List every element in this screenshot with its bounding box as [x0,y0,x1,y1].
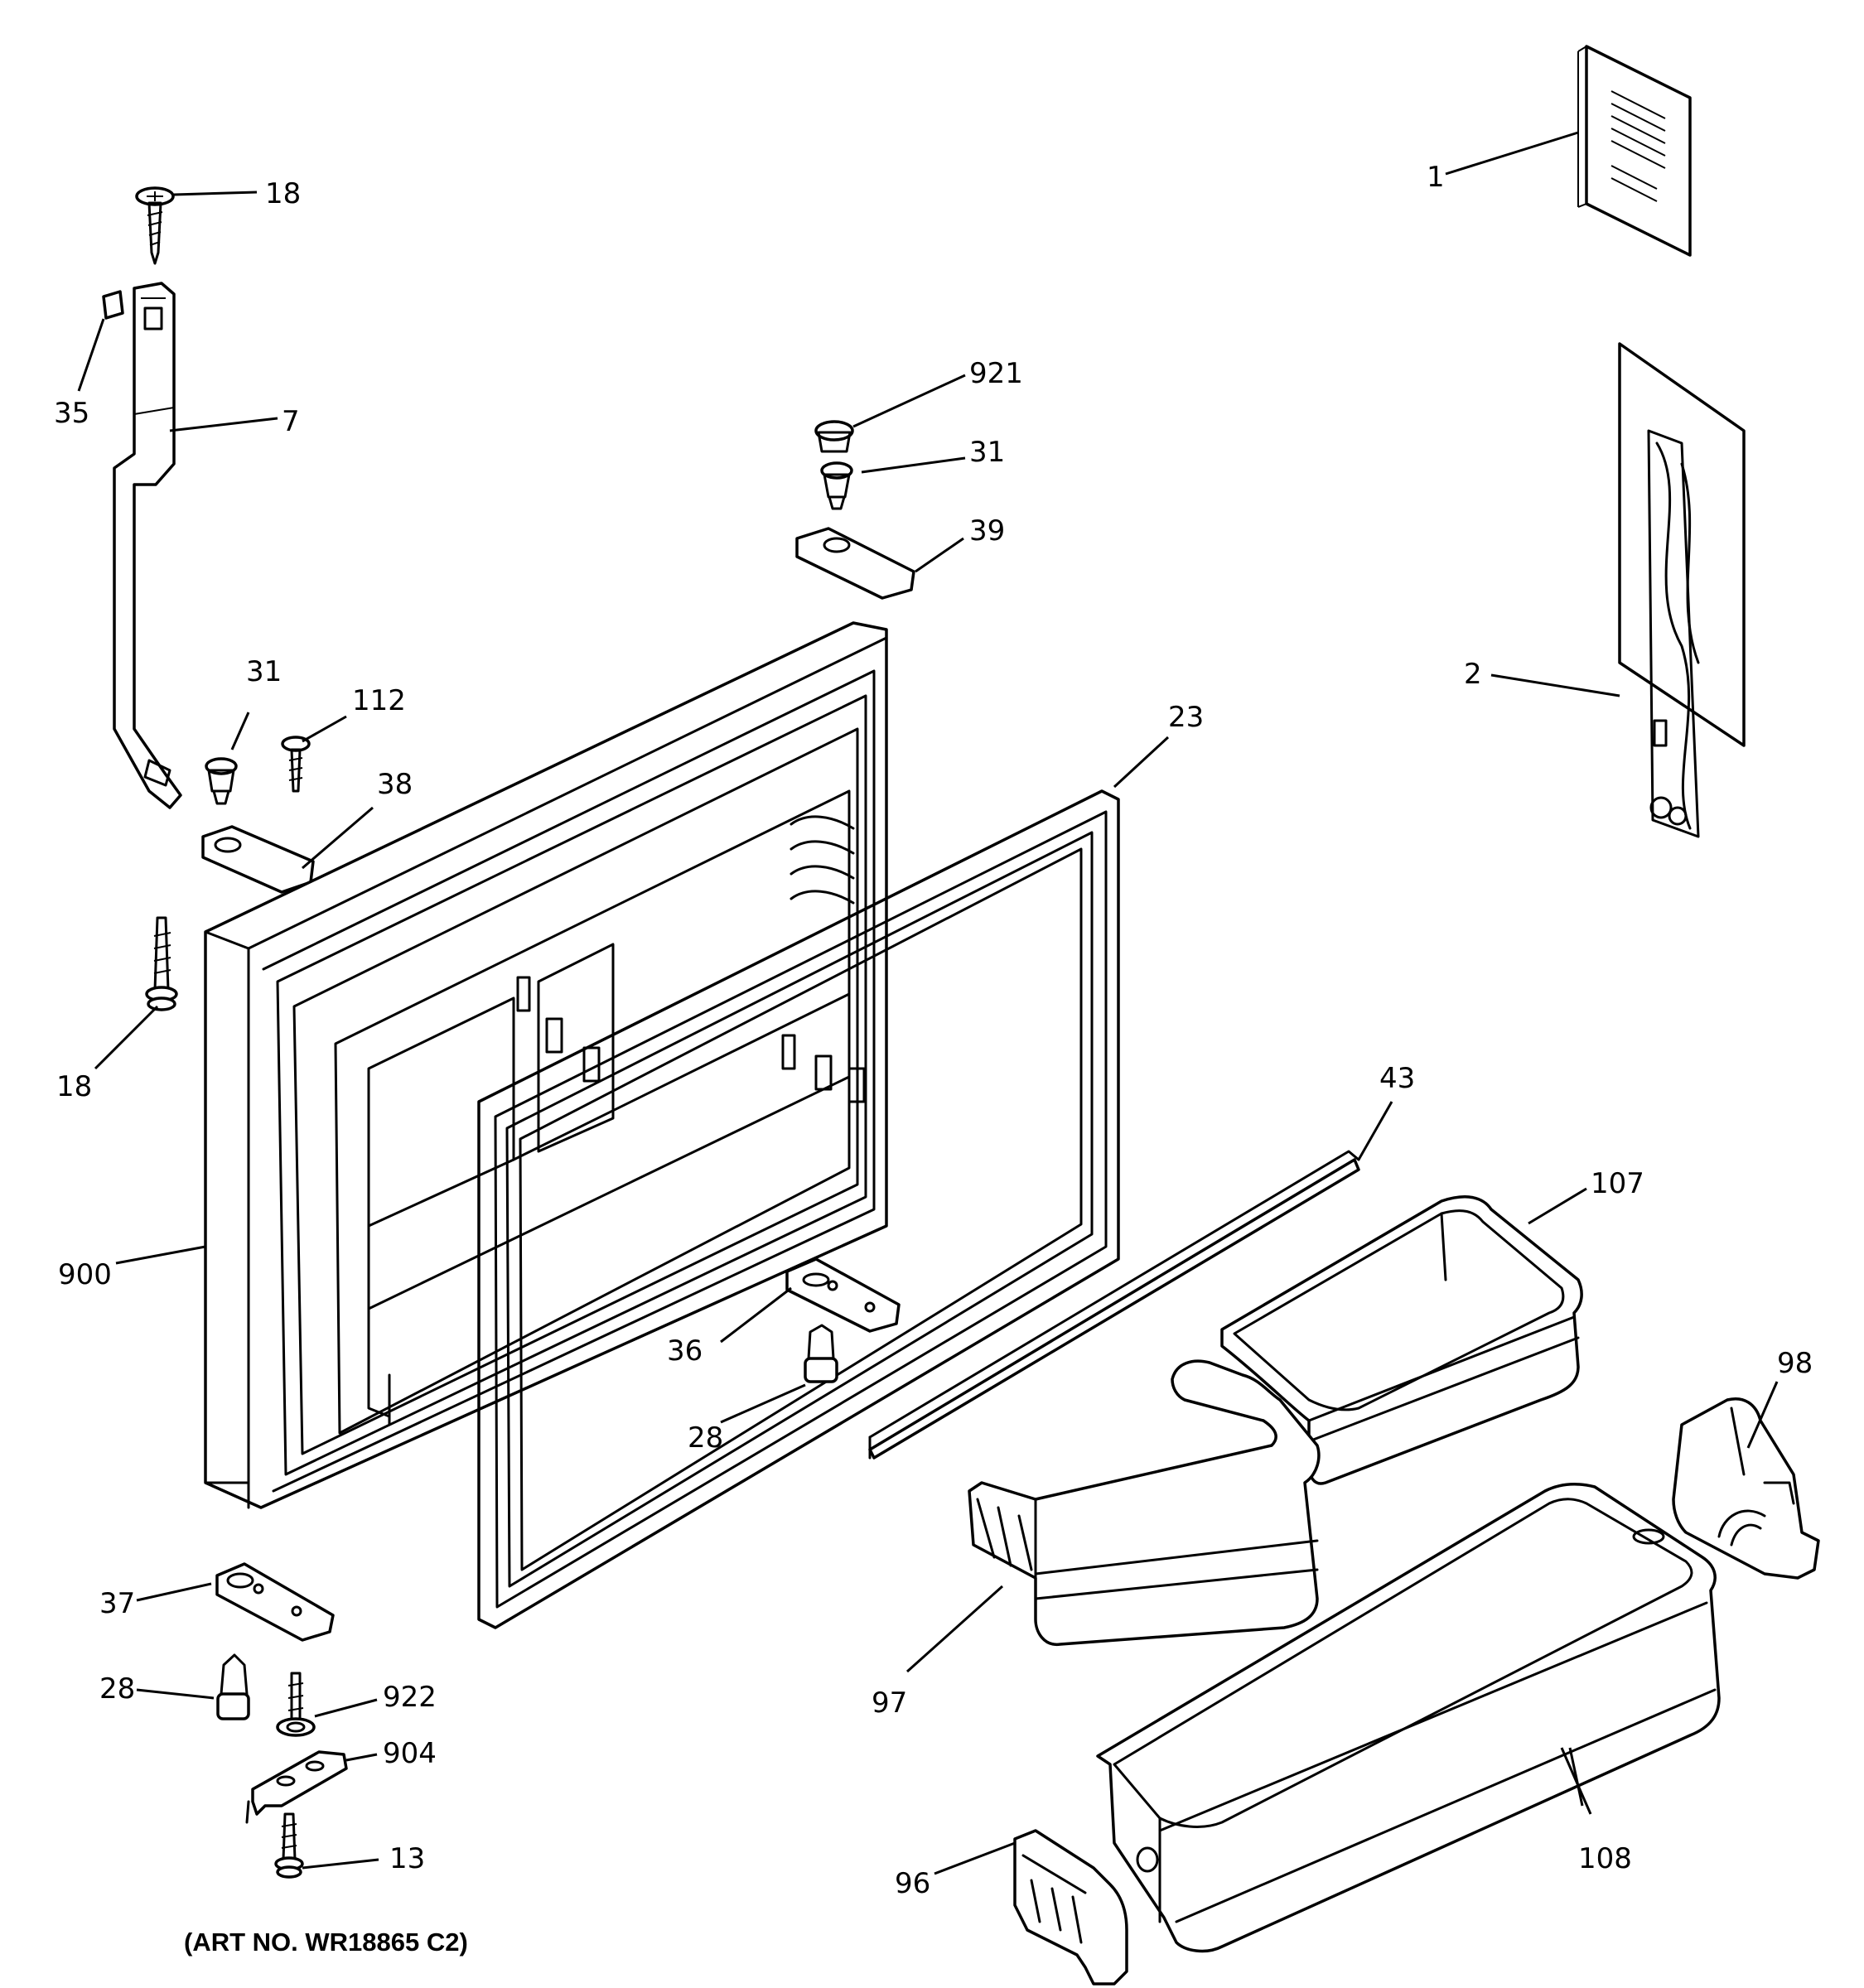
callout-28-left: 28 [99,1672,135,1706]
part-97-bin [968,1359,1321,1646]
callout-13: 13 [389,1842,425,1875]
callout-922: 922 [383,1681,437,1714]
callout-18-top: 18 [265,177,301,210]
callout-112: 112 [352,684,406,717]
part-18-screw-lower [145,916,178,1011]
callout-98: 98 [1777,1347,1813,1380]
part-921-plug [814,420,854,453]
callout-96: 96 [895,1867,930,1900]
callout-labels: 1 2 18 35 7 921 31 39 31 112 38 23 18 90… [54,161,1813,1900]
callout-43: 43 [1379,1062,1415,1095]
part-23-gasket [477,789,1120,1629]
callout-108: 108 [1578,1842,1632,1875]
callout-31-left: 31 [246,655,282,688]
callout-97: 97 [872,1686,907,1720]
callout-2: 2 [1464,658,1482,691]
callout-35: 35 [54,397,89,430]
art-number-caption: (ART NO. WR18865 C2) [184,1928,468,1957]
part-28-stop-center [804,1324,838,1383]
part-107-bin [1220,1195,1583,1485]
callout-900: 900 [58,1258,112,1291]
part-18-screw-top [135,186,175,265]
callout-38: 38 [377,768,413,801]
part-31-bushing-left [205,757,238,805]
callout-904: 904 [383,1737,437,1770]
part-96-end-cap [1013,1829,1128,1986]
callout-28-center: 28 [688,1421,723,1455]
part-98-end-cap [1672,1397,1820,1580]
part-36-plate [785,1257,901,1333]
part-38-hinge-plate [201,825,315,894]
callout-37: 37 [99,1587,135,1620]
part-35-label [102,290,124,320]
callout-107: 107 [1591,1167,1644,1200]
part-43-trim-strip [868,1150,1360,1460]
part-39-plate [795,527,915,600]
leader-lines [77,131,1779,1875]
part-112-screw [281,736,311,793]
callout-1: 1 [1427,161,1445,194]
callout-39: 39 [969,514,1005,548]
part-904-bracket [245,1750,348,1824]
callout-23: 23 [1168,701,1204,734]
part-13-screw [274,1812,304,1879]
callout-36: 36 [667,1334,703,1368]
part-108-bin [1096,1482,1721,1953]
part-900-door [204,621,888,1509]
part-922-screw [276,1672,316,1737]
part-31-bushing-top [820,461,853,510]
part-7-hinge-bracket [113,282,182,809]
callout-7: 7 [282,405,300,438]
part-28-stop-left [216,1653,250,1720]
part-1-literature [1577,45,1692,257]
callout-921: 921 [969,357,1023,390]
part-37-plate [215,1562,335,1642]
callout-31-top: 31 [969,436,1005,469]
part-2-handle [1618,342,1746,838]
callout-18-lower: 18 [56,1070,92,1103]
